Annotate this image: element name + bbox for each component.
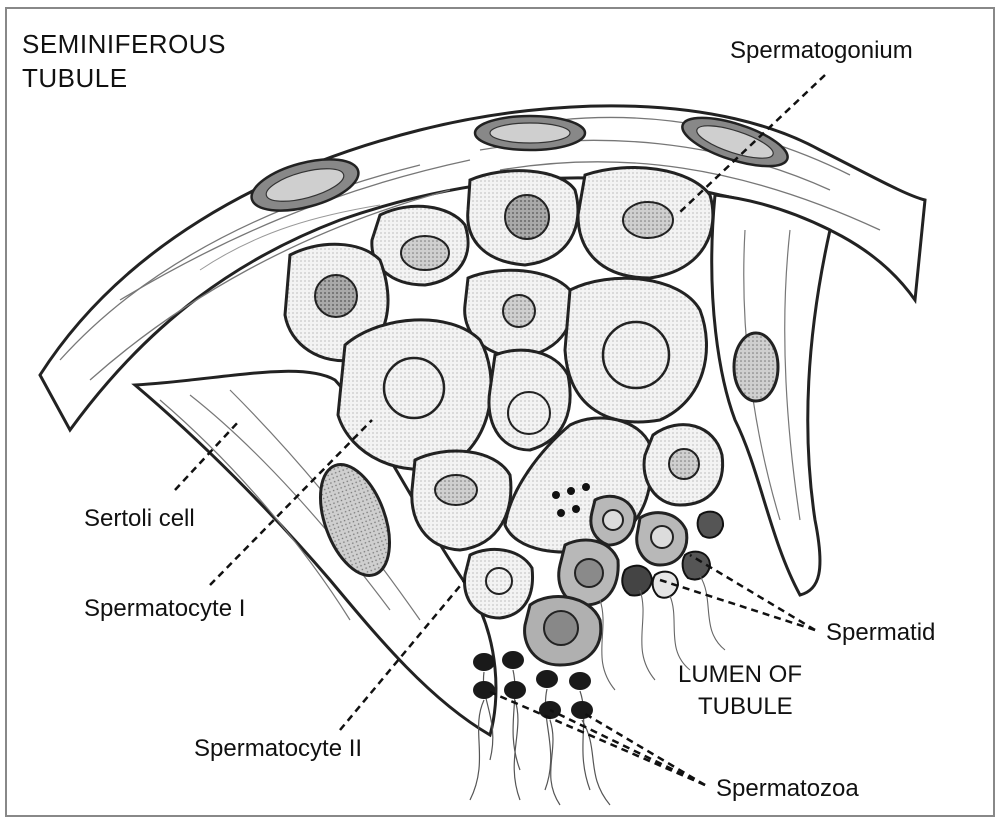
label-spermatocyte-2: Spermatocyte II	[194, 734, 362, 764]
leader-spermatozoa-b	[550, 710, 705, 785]
diagram-title-line1: SEMINIFEROUS	[22, 28, 226, 60]
leader-spermatid-b	[660, 580, 815, 630]
label-lumen-line1: LUMEN OF	[678, 660, 802, 690]
leader-spermatozoa-c	[582, 712, 705, 785]
label-sertoli-cell: Sertoli cell	[84, 504, 195, 534]
label-spermatid: Spermatid	[826, 618, 935, 648]
diagram-title-line2: TUBULE	[22, 62, 128, 94]
label-spermatozoa: Spermatozoa	[716, 774, 859, 804]
label-spermatocyte-1: Spermatocyte I	[84, 594, 245, 624]
leader-spermatozoa-a	[490, 692, 705, 785]
label-spermatogonium: Spermatogonium	[730, 36, 913, 66]
label-lumen-line2: TUBULE	[698, 692, 793, 722]
